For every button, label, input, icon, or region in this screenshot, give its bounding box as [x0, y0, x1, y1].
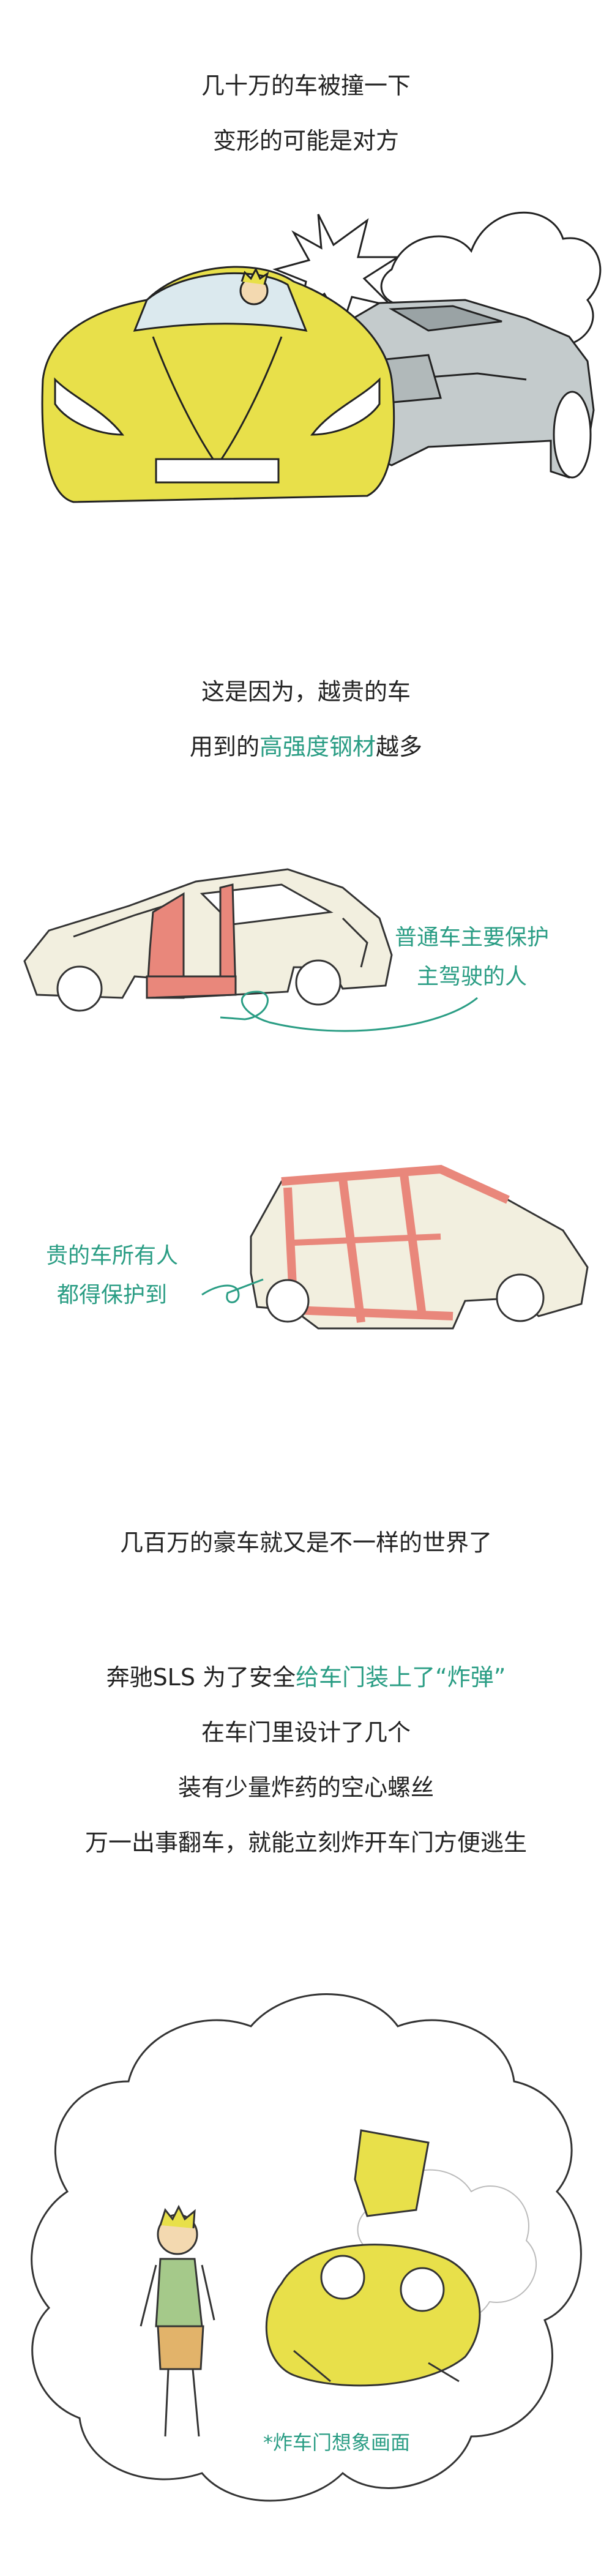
sls-line-4: 万一出事翻车，就能立刻炸开车门方便逃生 — [84, 1829, 527, 1856]
sls-line-3: 装有少量炸药的空心螺丝 — [177, 1774, 434, 1801]
sls-line-1-prefix: 奔驰SLS 为了安全 — [106, 1664, 296, 1691]
expensive-annotation-line-1: 贵的车所有人 — [46, 1243, 179, 1268]
luxury-line: 几百万的豪车就又是不一样的世界了 — [119, 1529, 492, 1556]
steel-text: 这是因为，越贵的车 用到的高强度钢材越多 — [0, 664, 612, 774]
expensive-car-frame-illustration — [201, 1164, 589, 1330]
imagined-scene-caption: *炸车门想象画面 — [263, 2431, 411, 2454]
curly-arrow-icon — [220, 990, 478, 1032]
wheel-icon — [266, 1279, 310, 1323]
sls-line-2: 在车门里设计了几个 — [201, 1719, 411, 1746]
sls-line-1: 奔驰SLS 为了安全给车门装上了“炸弹” — [0, 1650, 612, 1705]
ordinary-annotation-line-2: 主驾驶的人 — [417, 964, 528, 989]
intro-line-2: 变形的可能是对方 — [212, 127, 399, 154]
luxury-text: 几百万的豪车就又是不一样的世界了 — [0, 1515, 612, 1570]
supercar-crash-illustration — [41, 211, 602, 503]
intro-text: 几十万的车被撞一下 变形的可能是对方 — [0, 58, 612, 168]
boy-icon — [140, 2204, 215, 2437]
steel-line-2-prefix: 用到的 — [189, 733, 259, 760]
intro-line-1: 几十万的车被撞一下 — [201, 72, 411, 99]
driver-protection-frame-icon — [146, 883, 237, 999]
flipped-car-icon — [265, 2244, 481, 2387]
wheel-icon — [56, 965, 103, 1012]
steel-line-1: 这是因为，越贵的车 — [201, 678, 411, 705]
door-blast-illustration — [31, 1993, 582, 2502]
gray-car-icon — [341, 299, 595, 479]
wheel-icon — [496, 1273, 545, 1322]
steel-line-2-suffix: 越多 — [376, 733, 423, 760]
ordinary-annotation-line-1: 普通车主要保护 — [395, 925, 550, 950]
curly-arrow-icon — [201, 1278, 264, 1303]
yellow-supercar-icon — [41, 266, 395, 503]
car-frame-outline-icon — [23, 868, 393, 999]
ordinary-car-annotation: 普通车主要保护 主驾驶的人 — [395, 918, 549, 997]
flying-door-icon — [354, 2129, 430, 2217]
expensive-annotation-line-2: 都得保护到 — [57, 1282, 168, 1308]
sls-highlight: 给车门装上了“炸弹” — [296, 1664, 506, 1691]
sls-text: 奔驰SLS 为了安全给车门装上了“炸弹” 在车门里设计了几个 装有少量炸药的空心… — [0, 1650, 612, 1870]
steel-highlight: 高强度钢材 — [259, 733, 376, 760]
steel-line-2: 用到的高强度钢材越多 — [0, 719, 612, 774]
expensive-car-annotation: 贵的车所有人 都得保护到 — [46, 1237, 178, 1315]
wheel-icon — [295, 959, 341, 1006]
thought-cloud-icon — [31, 1993, 582, 2502]
ordinary-car-frame-illustration — [23, 868, 478, 1032]
